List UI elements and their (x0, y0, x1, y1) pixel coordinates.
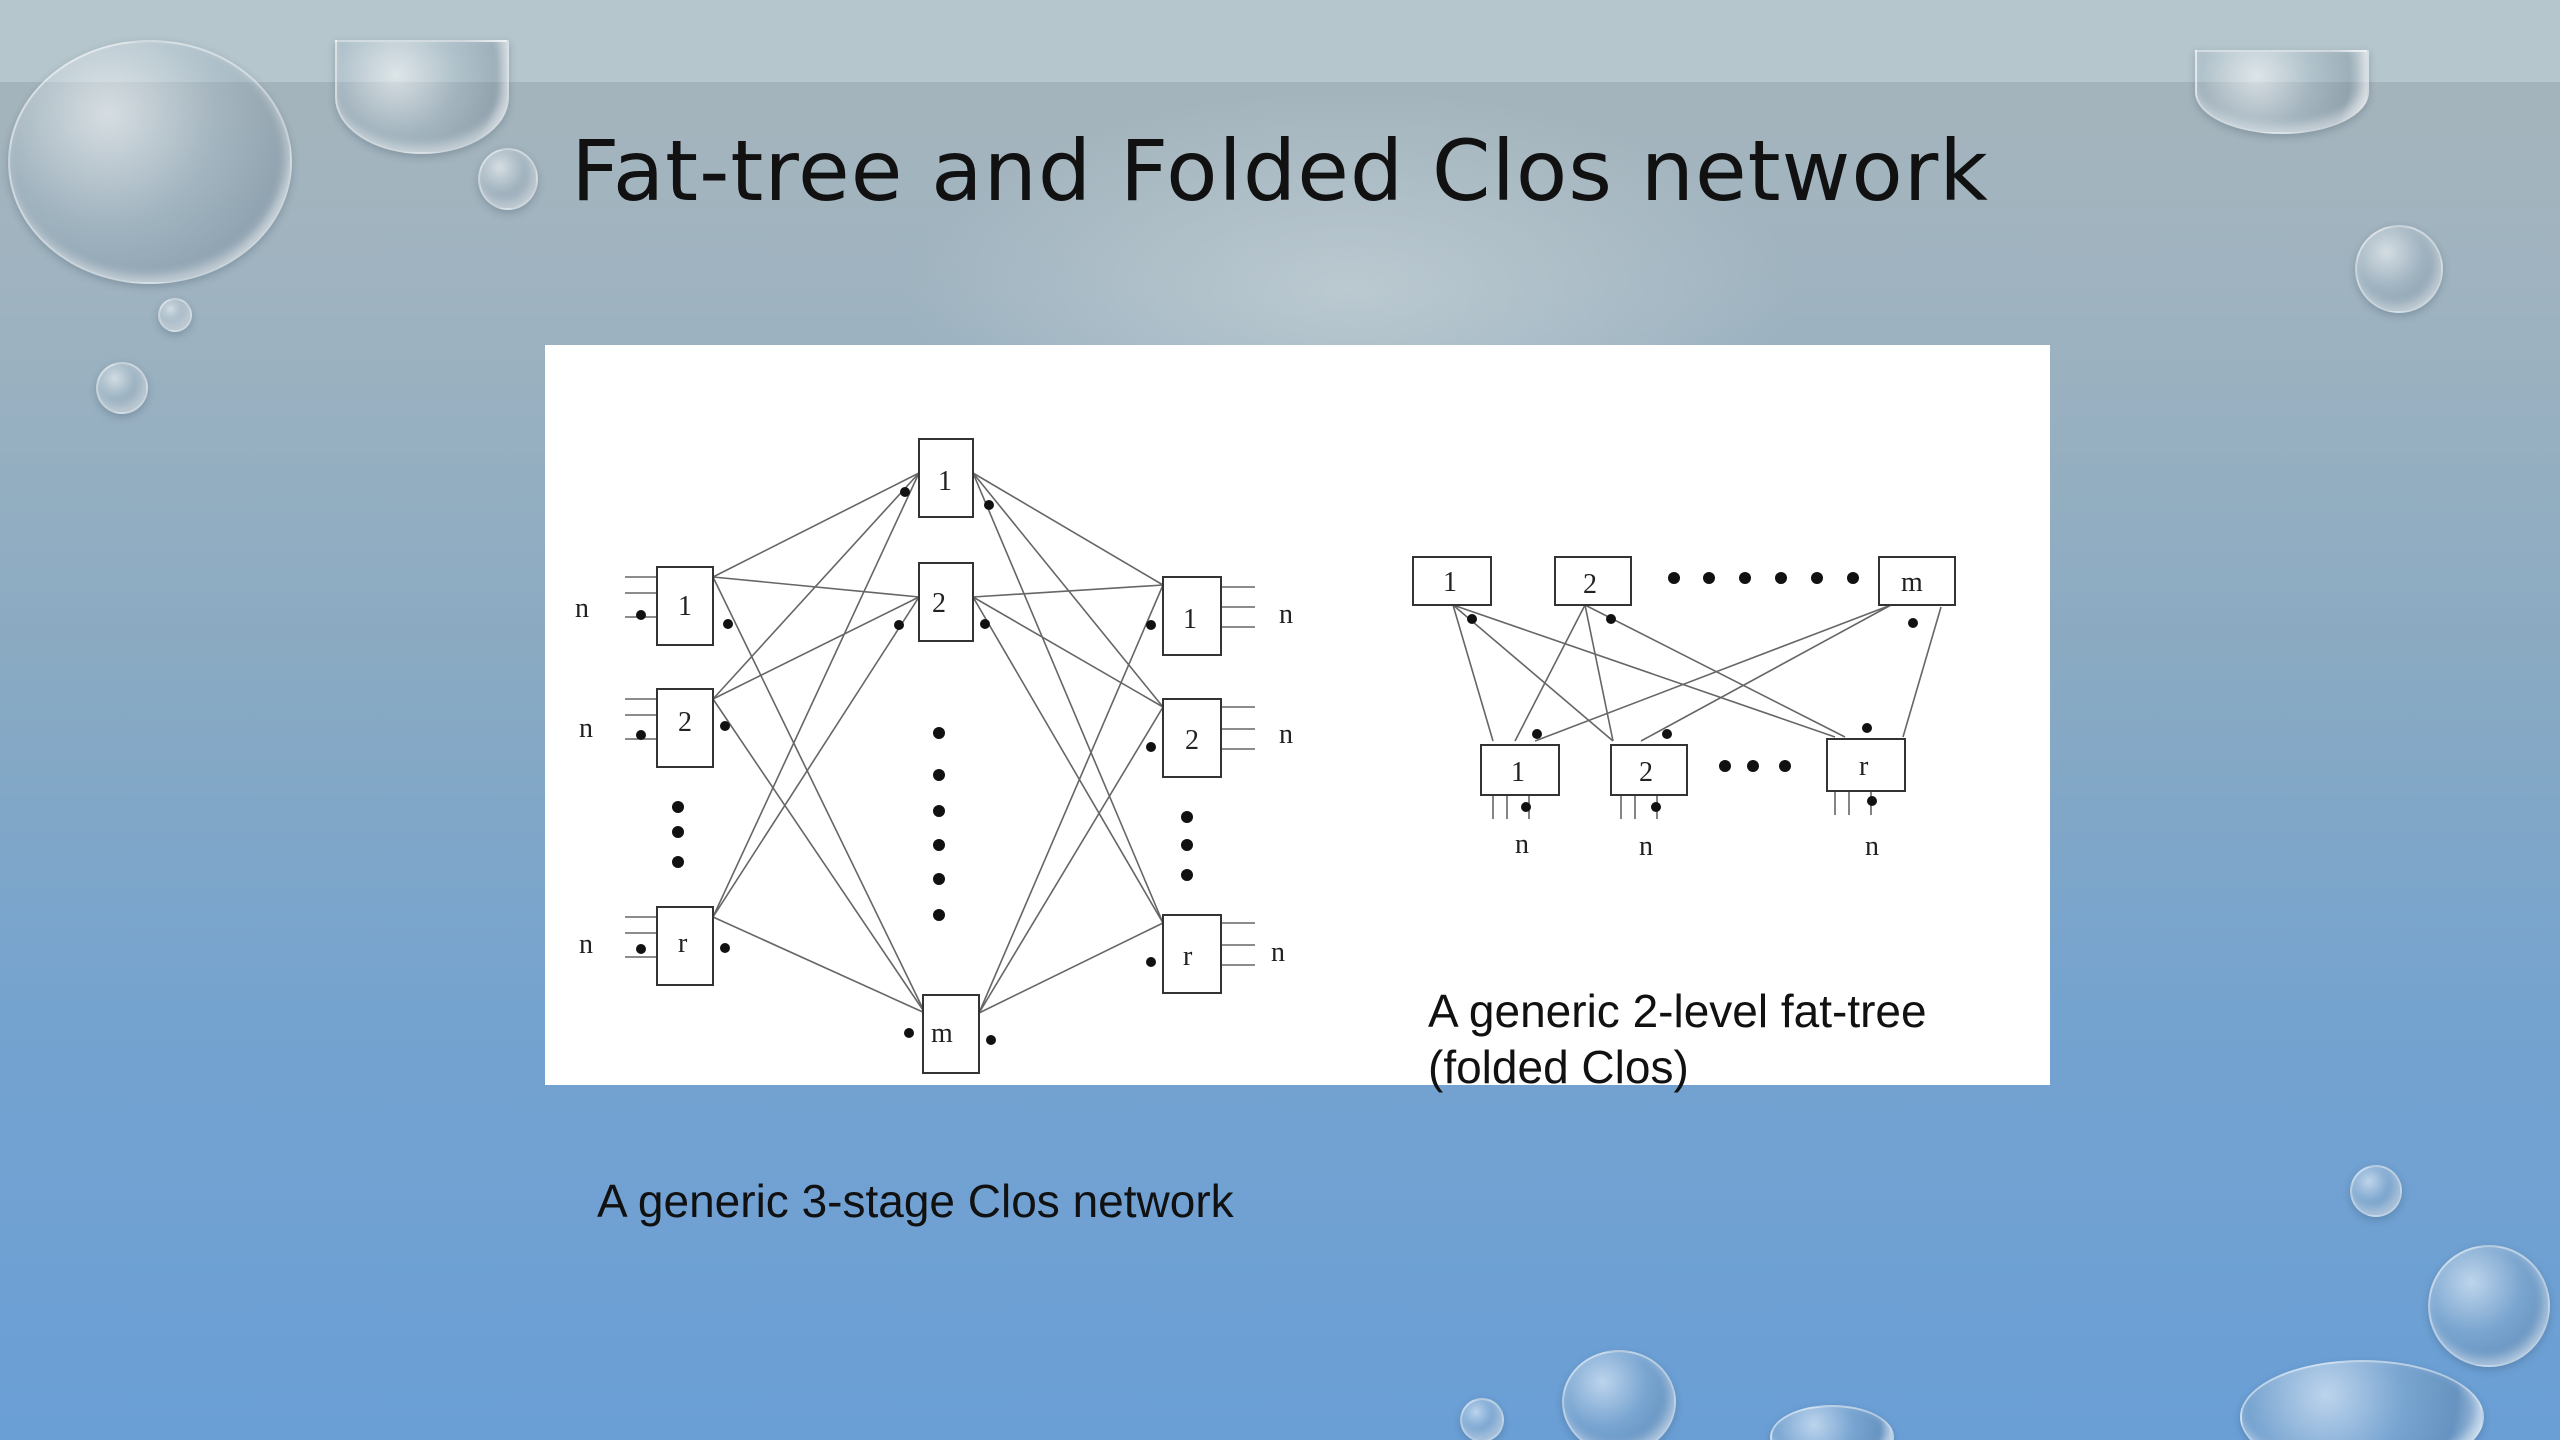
fattree-top-label-1: 1 (1443, 567, 1457, 598)
clos-port-label: n (1279, 599, 1293, 630)
fattree-caption-line2: (folded Clos) (1428, 1041, 1689, 1093)
water-drop-icon (8, 40, 292, 284)
fattree-top-label-2: 2 (1583, 569, 1597, 600)
fattree-bottom-switch-r (1826, 738, 1906, 792)
clos-port-label: n (1271, 937, 1285, 968)
water-drop-icon (2350, 1165, 2402, 1217)
fattree-port-label: n (1515, 829, 1529, 860)
fattree-switch-boxes (1412, 556, 1956, 796)
clos-output-switch-1 (1162, 576, 1222, 656)
clos-middle-switch-2 (918, 562, 974, 642)
fattree-top-switch-1 (1412, 556, 1492, 606)
network-diagrams: 1 2 r 1 2 m 1 2 r n n n n n n (575, 438, 1956, 1074)
fattree-host-ports (1492, 791, 1872, 819)
clos-middle-label-1: 1 (938, 466, 952, 497)
diagram-panel: 1 2 r 1 2 m 1 2 r n n n n n n (545, 345, 2050, 1085)
water-drop-icon (158, 298, 192, 332)
fattree-top-switch-2 (1554, 556, 1632, 606)
fattree-caption: A generic 2-level fat-tree (folded Clos) (1428, 983, 1927, 1095)
water-drop-icon (1770, 1405, 1894, 1440)
fattree-port-label: n (1865, 831, 1879, 862)
clos-port-label: n (575, 593, 589, 624)
clos-middle-switch-1 (918, 438, 974, 518)
water-drop-icon (1460, 1398, 1504, 1440)
fattree-bottom-switch-2 (1610, 744, 1688, 796)
slide-title: Fat-tree and Folded Clos network (571, 122, 1989, 220)
water-drop-icon (335, 40, 509, 154)
clos-output-label-r: r (1183, 941, 1193, 972)
clos-output-label-2: 2 (1185, 725, 1199, 756)
water-drop-icon (1562, 1350, 1676, 1440)
clos-port-label: n (579, 713, 593, 744)
clos-output-label-1: 1 (1183, 604, 1197, 635)
clos-caption: A generic 3-stage Clos network (597, 1175, 1234, 1227)
fattree-links (1452, 604, 1942, 742)
water-drop-icon (2355, 225, 2443, 313)
clos-middle-switch-m (922, 994, 980, 1074)
fattree-top-label-m: m (1901, 567, 1923, 598)
fattree-bottom-label-r: r (1859, 751, 1869, 782)
water-drop-icon (2240, 1360, 2484, 1440)
water-drop-icon (2428, 1245, 2550, 1367)
clos-input-switch-2 (656, 688, 714, 768)
clos-middle-label-2: 2 (932, 588, 946, 619)
clos-input-switch-r (656, 906, 714, 986)
clos-input-label-r: r (678, 928, 688, 959)
fattree-top-switch-m (1878, 556, 1956, 606)
water-drop-icon (96, 362, 148, 414)
fattree-caption-line1: A generic 2-level fat-tree (1428, 985, 1927, 1037)
water-drop-icon (478, 148, 538, 210)
fattree-bottom-switch-1 (1480, 744, 1560, 796)
clos-input-label-1: 1 (678, 591, 692, 622)
clos-ellipsis-dots (636, 487, 1193, 1045)
clos-output-switch-2 (1162, 698, 1222, 778)
fattree-bottom-label-2: 2 (1639, 757, 1653, 788)
fattree-ellipsis-dots (1467, 572, 1918, 812)
clos-middle-label-m: m (931, 1018, 953, 1049)
clos-input-label-2: 2 (678, 707, 692, 738)
clos-switch-boxes (656, 438, 1222, 1074)
clos-output-switch-r (1162, 914, 1222, 994)
clos-port-label: n (579, 929, 593, 960)
clos-links (625, 472, 1255, 1014)
fattree-port-label: n (1639, 831, 1653, 862)
fattree-bottom-label-1: 1 (1511, 757, 1525, 788)
clos-port-label: n (1279, 719, 1293, 750)
water-drop-icon (2195, 50, 2369, 134)
clos-input-switch-1 (656, 566, 714, 646)
